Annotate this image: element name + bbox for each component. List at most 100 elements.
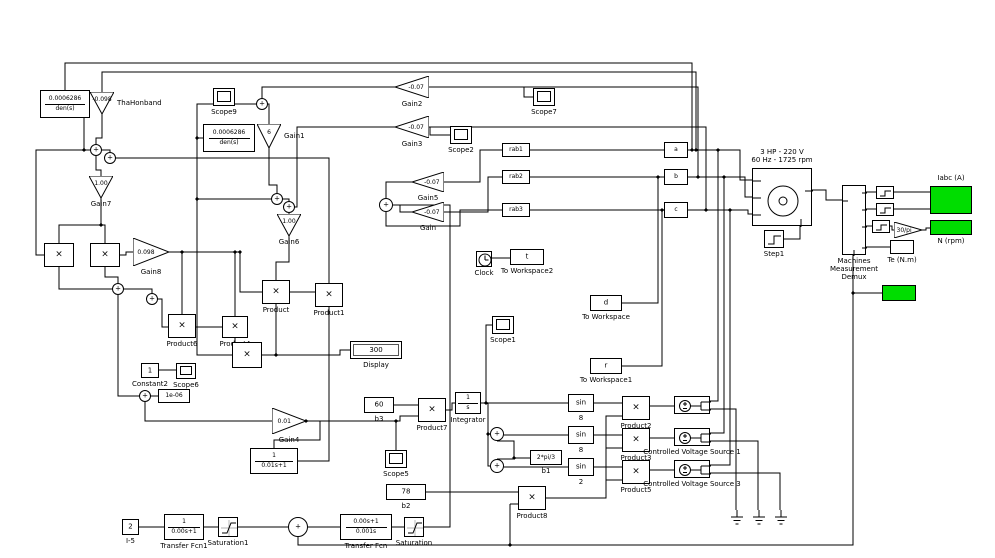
sum-4[interactable]: + [146,293,158,305]
saturation-0[interactable] [404,517,424,537]
machine[interactable] [752,168,813,227]
to-workspace[interactable]: d [590,295,622,311]
sum-12[interactable]: + [288,517,308,537]
to-workspace-1[interactable]: r [590,358,622,374]
sum-10[interactable]: + [490,427,504,441]
display-te[interactable] [882,285,916,301]
product-3[interactable]: × [622,428,650,452]
sin-2[interactable]: sin [568,426,594,444]
selector-3[interactable] [872,220,890,233]
product-8[interactable]: × [518,486,546,510]
sin-1[interactable]: sin [568,394,594,412]
gain-30pi[interactable]: 30/pi [894,222,922,238]
wire [710,408,737,510]
const-b3[interactable]: 60 [364,397,394,413]
gain-7-value: 1.00 [94,180,108,187]
product-5[interactable]: × [622,460,650,484]
scope-6[interactable] [176,363,196,379]
gain-2[interactable]: -0.07 [395,76,429,98]
product-left-a-text: × [55,249,63,260]
const-b2[interactable]: 78 [386,484,426,500]
product-0[interactable]: × [262,280,290,304]
product-6[interactable]: × [168,314,196,338]
wire [446,402,455,411]
constant-2[interactable]: 1 [141,363,159,378]
product-1[interactable]: × [315,283,343,307]
vsource-2[interactable] [674,428,711,446]
term-c[interactable]: c [664,202,688,218]
to-workspace-2[interactable]: t [510,249,544,265]
term-a[interactable]: a [664,142,688,158]
ground-2[interactable] [752,510,766,526]
wire [590,177,659,304]
product-2[interactable]: × [622,396,650,420]
sum-6[interactable]: + [256,98,268,110]
vsource-3[interactable] [674,460,711,478]
gain-deadband[interactable]: -0.098 [90,92,114,114]
ground-3[interactable] [774,510,788,526]
gain-3[interactable]: -0.07 [395,116,429,138]
product-left-b[interactable]: × [90,243,120,267]
clock[interactable] [476,251,492,267]
wire [283,198,290,201]
gain-6[interactable]: 1.00 [277,214,301,236]
sum-9[interactable]: + [379,198,393,212]
wire [444,149,502,183]
saturation-1[interactable] [218,517,238,537]
gain-1[interactable]: 6 [257,124,281,148]
scope-9[interactable] [213,88,235,106]
vsource-1[interactable] [674,396,711,414]
wire-junction [233,250,237,254]
const-i5[interactable]: 2 [122,519,139,535]
display-iabc[interactable] [930,186,972,214]
step-1[interactable] [764,230,784,248]
wire [444,176,502,213]
gain-4[interactable]: 0.01 [272,408,306,434]
wire-junction [82,148,86,152]
sum-8[interactable]: + [283,201,295,213]
wire [688,149,752,181]
wire [590,210,663,367]
sum-5[interactable]: + [139,390,151,402]
saturation-0-icon [407,520,423,536]
scope-2[interactable] [450,126,472,144]
sum-7[interactable]: + [271,193,283,205]
sin-3[interactable]: sin [568,458,594,476]
tag-rab2[interactable]: rab2 [502,170,530,184]
gain-7[interactable]: 1.00 [89,176,113,198]
gain-5[interactable]: -0.07 [412,172,444,192]
selector-1[interactable] [876,186,894,199]
demux[interactable] [842,185,867,256]
te-tag[interactable] [890,240,914,254]
scope-5[interactable] [385,450,407,468]
product-9[interactable]: × [232,342,262,368]
sum-3[interactable]: + [112,283,124,295]
gain-0[interactable]: -0.07 [412,202,444,222]
sum-11[interactable]: + [490,459,504,473]
scope-7[interactable] [533,88,555,106]
selector-2[interactable] [876,203,894,216]
const-1e06[interactable]: 1e-06 [158,389,190,403]
sum-1[interactable]: + [90,144,102,156]
sum-2[interactable]: + [104,152,116,164]
display[interactable]: 300 [350,341,402,359]
gain-8[interactable]: 0.098 [133,238,169,266]
scope-1[interactable] [492,316,514,334]
product-4[interactable]: × [222,316,248,338]
product-7[interactable]: × [418,398,446,422]
scope-7-screen-icon [537,91,551,102]
tag-rab1[interactable]: rab1 [502,143,530,157]
const-b1[interactable]: 2*pi/3 [530,450,562,465]
product-left-a[interactable]: × [44,243,74,267]
tag-rab3[interactable]: rab3 [502,203,530,217]
term-b[interactable]: b [664,169,688,185]
ground-1[interactable] [730,510,744,526]
display-n[interactable] [930,220,972,235]
